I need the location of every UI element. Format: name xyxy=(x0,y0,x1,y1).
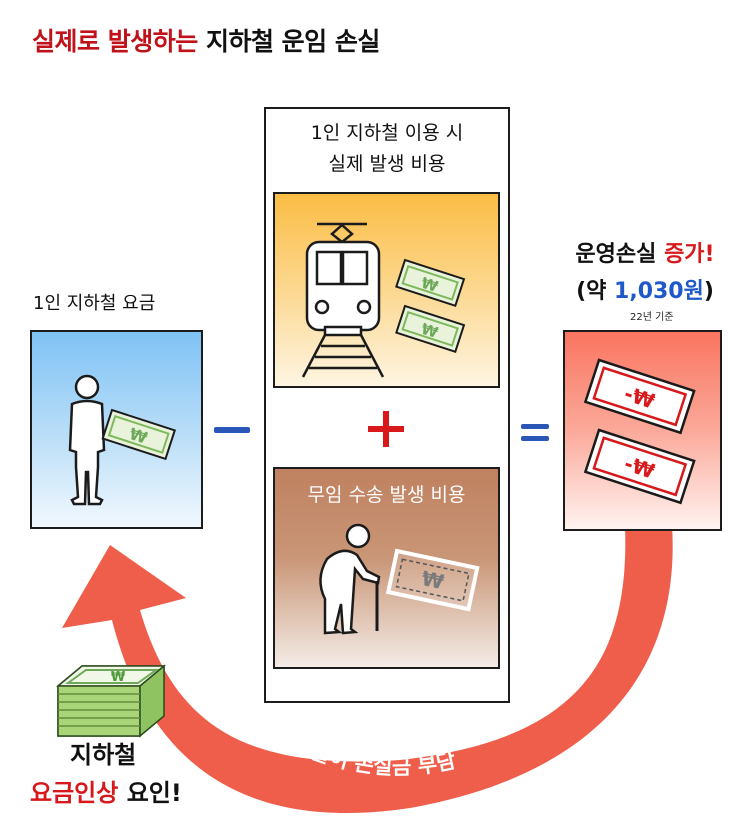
free-transport-panel: ₩ xyxy=(273,467,500,669)
title-rest: 지하철 운임 손실 xyxy=(205,27,380,56)
fare-raise-line1: 지하철 xyxy=(70,741,137,769)
svg-text:₩: ₩ xyxy=(419,566,446,594)
money-stack-icon: ₩ xyxy=(55,664,167,738)
title-highlight: 실제로 발생하는 xyxy=(32,27,198,56)
fare-label: 1인 지하철 요금 xyxy=(33,293,156,314)
loss-amount-prefix: (약 xyxy=(576,279,607,304)
elderly-person-icon xyxy=(319,523,381,635)
loss-note: 22년 기준 xyxy=(630,312,674,323)
minus-operator xyxy=(214,427,250,433)
loss-title-highlight: 증가! xyxy=(664,242,715,267)
svg-text:₩: ₩ xyxy=(111,670,126,685)
banknote-icon: ₩ xyxy=(101,408,177,461)
loss-panel: -₩ -₩ xyxy=(563,330,722,531)
page-title: 실제로 발생하는 지하철 운임 손실 xyxy=(32,22,380,58)
loss-amount-suffix: ) xyxy=(703,279,714,304)
passenger-illustration: ₩ xyxy=(68,374,177,506)
svg-text:₩: ₩ xyxy=(127,424,150,448)
train-cost-panel: ₩ ₩ xyxy=(273,192,500,388)
actual-cost-title: 1인 지하철 이용 시 실제 발생 비용 xyxy=(264,118,510,180)
loss-amount-value: 1,030원 xyxy=(614,279,704,304)
elderly-illustration: ₩ xyxy=(319,523,480,635)
negative-banknote-icon: -₩ xyxy=(583,358,696,435)
svg-text:₩: ₩ xyxy=(419,320,441,342)
negative-banknote-icon: -₩ xyxy=(583,428,696,505)
loss-amount: (약 1,030원) xyxy=(545,273,743,305)
train-icon xyxy=(301,222,385,378)
loss-title: 운영손실 증가! xyxy=(545,236,743,268)
arrow-band xyxy=(62,525,673,814)
fare-raise-highlight: 요금인상 xyxy=(30,779,119,807)
banknote-icon: ₩ xyxy=(395,304,466,354)
actual-cost-title-line1: 1인 지하철 이용 시 xyxy=(310,122,464,144)
loss-illustration: -₩ -₩ xyxy=(583,358,696,505)
loss-title-text: 운영손실 xyxy=(575,242,657,267)
banknote-icon: ₩ xyxy=(395,258,466,308)
equals-operator-bottom xyxy=(521,436,549,441)
dashed-banknote-icon: ₩ xyxy=(385,548,480,612)
person-icon xyxy=(68,374,106,506)
fare-raise-line2: 요금인상 요인! xyxy=(30,773,182,808)
fare-raise-rest: 요인! xyxy=(126,779,182,807)
actual-cost-title-line2: 실제 발생 비용 xyxy=(328,153,446,175)
free-transport-label: 무임 수송 발생 비용 xyxy=(307,484,466,506)
plus-operator xyxy=(368,411,404,447)
svg-text:₩: ₩ xyxy=(419,274,441,296)
train-illustration: ₩ ₩ xyxy=(301,222,466,378)
fare-panel: ₩ xyxy=(30,330,203,529)
equals-operator-top xyxy=(521,424,549,429)
